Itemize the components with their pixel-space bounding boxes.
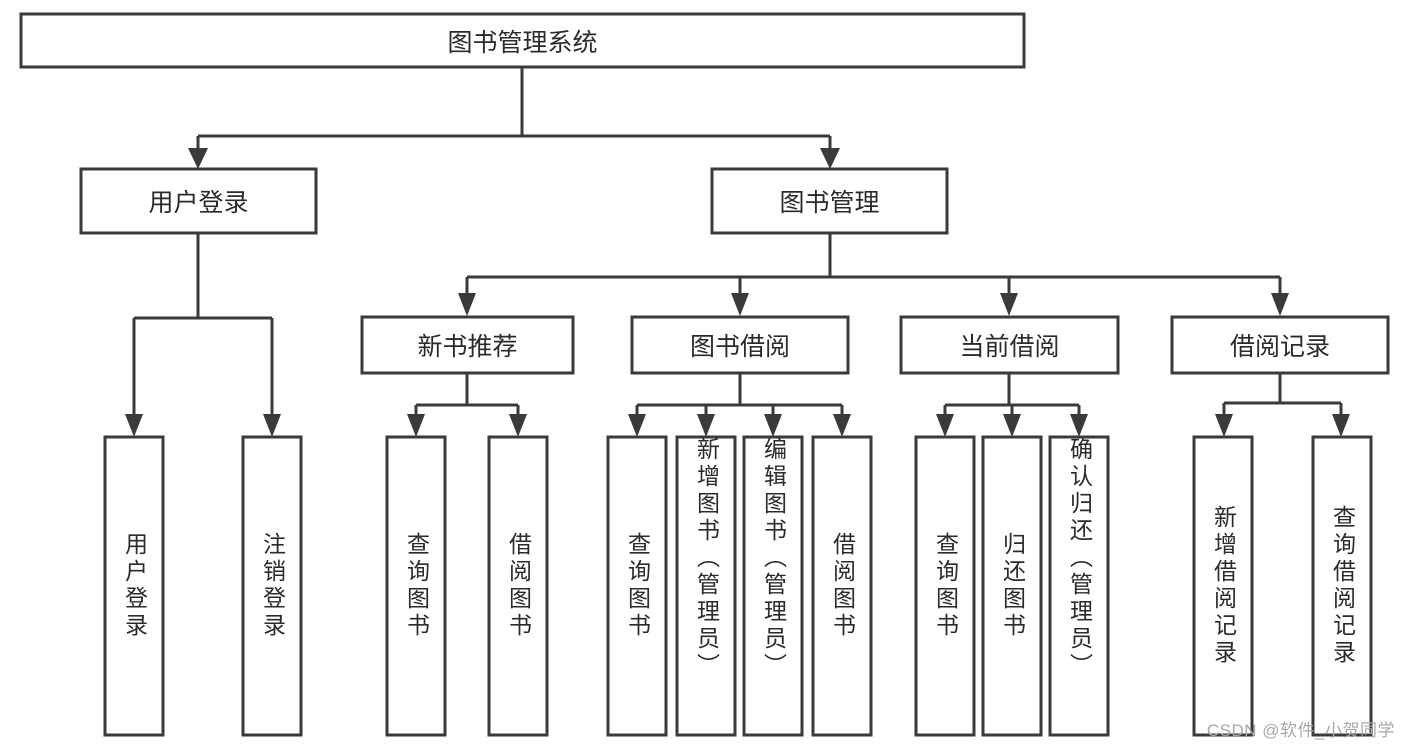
node-box-leaf10[interactable] <box>981 435 1043 737</box>
node-box-leaf3[interactable] <box>385 435 447 737</box>
arrow-head-icon <box>1332 414 1350 437</box>
node-box-leaf6[interactable] <box>675 435 737 737</box>
node-box-login[interactable] <box>79 167 318 235</box>
node-box-records[interactable] <box>1170 315 1390 375</box>
node-box-bookmgmt[interactable] <box>710 167 949 235</box>
arrow-head-icon <box>125 414 143 437</box>
arrow-head-icon <box>188 148 208 169</box>
node-box-leaf8[interactable] <box>811 435 873 737</box>
csdn-watermark: CSDN @软件_小贺同学 <box>1206 721 1395 740</box>
node-box-root[interactable] <box>19 12 1026 69</box>
arrow-head-icon <box>1215 414 1233 437</box>
arrow-head-icon <box>1070 414 1088 437</box>
node-box-leaf4[interactable] <box>487 435 549 737</box>
connector-newbook-to-leaves <box>407 373 527 437</box>
connector-login-to-leaves <box>125 233 281 437</box>
arrow-head-icon <box>764 414 782 437</box>
node-box-leaf5[interactable] <box>606 435 668 737</box>
arrow-head-icon <box>1000 293 1018 316</box>
node-box-leaf11[interactable] <box>1048 435 1110 737</box>
arrow-head-icon <box>1271 293 1289 316</box>
node-box-leaf2[interactable] <box>241 435 303 737</box>
node-box-leaf13[interactable] <box>1311 435 1373 737</box>
arrow-head-icon <box>458 293 476 316</box>
connector-records-to-leaves <box>1215 373 1350 437</box>
arrow-head-icon <box>509 414 527 437</box>
node-box-newbook[interactable] <box>360 315 575 375</box>
node-box-current[interactable] <box>899 315 1120 375</box>
arrow-head-icon <box>407 414 425 437</box>
connector-bookmgmt-to-level3 <box>458 233 1289 316</box>
arrow-head-icon <box>697 414 715 437</box>
arrow-head-icon <box>628 414 646 437</box>
node-box-borrow[interactable] <box>630 315 850 375</box>
arrow-head-icon <box>731 293 749 316</box>
node-box-leaf1[interactable] <box>103 435 165 737</box>
node-box-leaf12[interactable] <box>1192 435 1254 737</box>
arrow-head-icon <box>1003 414 1021 437</box>
node-box-leaf7[interactable] <box>742 435 804 737</box>
arrow-head-icon <box>833 414 851 437</box>
arrow-head-icon <box>936 414 954 437</box>
connector-current-to-leaves <box>936 373 1088 437</box>
arrow-head-icon <box>820 148 840 169</box>
connector-borrow-to-leaves <box>628 373 851 437</box>
node-box-leaf9[interactable] <box>914 435 976 737</box>
arrow-head-icon <box>263 414 281 437</box>
connector-root-to-level2 <box>188 68 840 169</box>
